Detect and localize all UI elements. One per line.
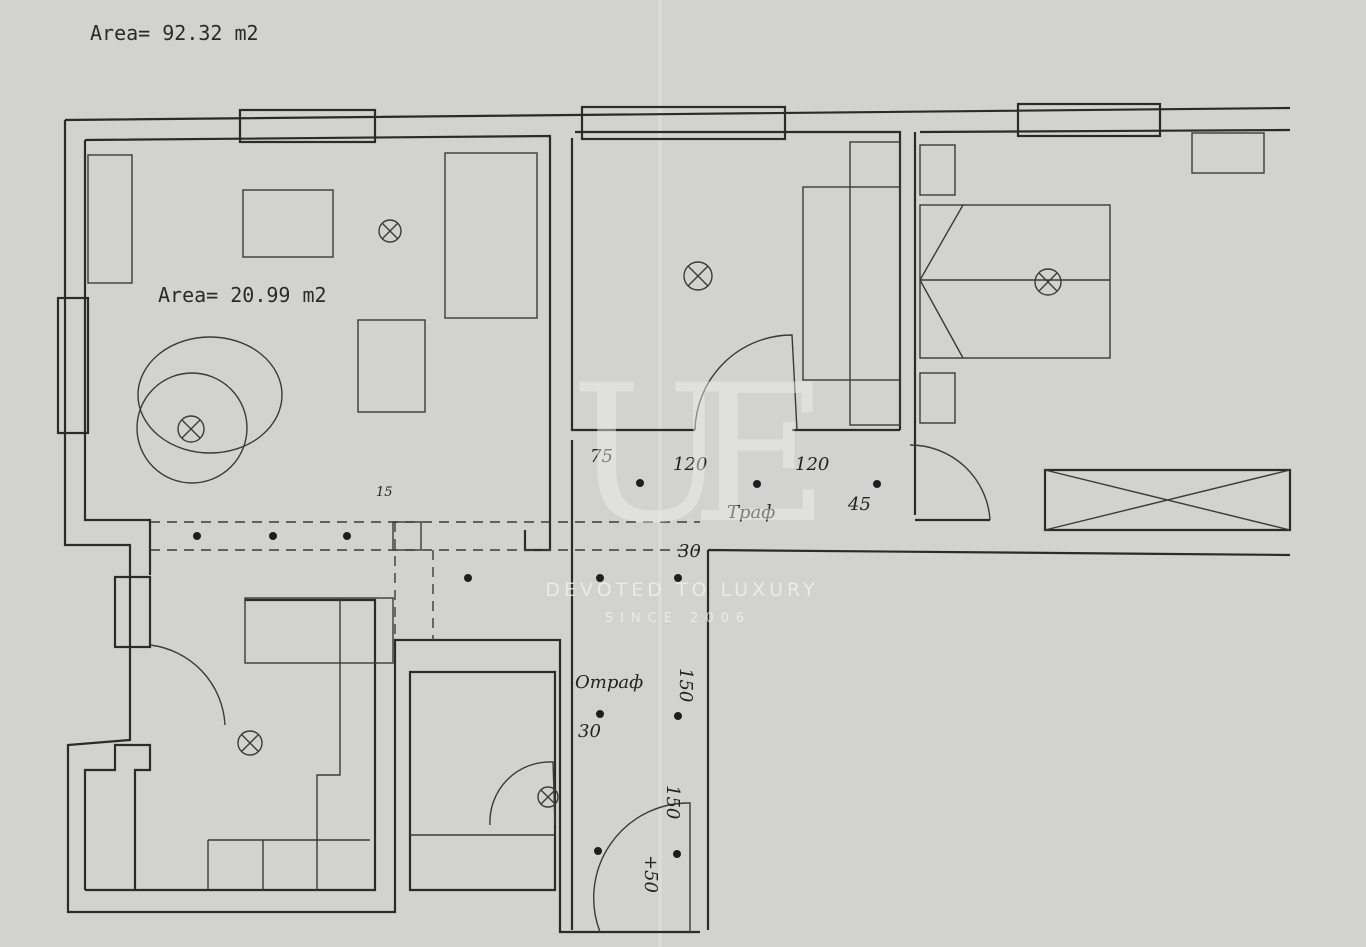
watermark-tagline: DEVOTED TO LUXURY [545,579,818,601]
ceiling-light-icon [237,730,263,756]
furniture [87,132,1291,890]
ceiling-light-icon [683,261,713,291]
dim-150-a: 150 [675,668,696,702]
room-area-label: Area= 20.99 m2 [158,283,327,307]
dim-30-a: 30 [678,541,701,562]
ceiling-light-icon [378,219,402,243]
traf-note: Траф [727,502,775,523]
dim-45: 45 [847,494,871,515]
doors [149,334,991,933]
spot-lights [193,479,881,858]
dim-75: 75 [590,446,613,467]
watermark-since: SINCE 2006 [605,611,751,626]
dim-15: 15 [376,485,393,500]
dim-50: +50 [640,855,661,893]
ceiling-light-icon [177,415,205,443]
dim-30-b: 30 [578,721,601,742]
dim-120-a: 120 [673,454,707,475]
handwritten-dimensions: 75 120 120 45 Траф 30 150 Отраф 30 150 +… [376,446,871,893]
watermark: UE DEVOTED TO LUXURY SINCE 2006 [545,344,854,626]
total-area-label: Area= 92.32 m2 [90,21,259,45]
ceiling-light-icon [1034,268,1062,296]
dashed-lines [150,521,700,640]
ceiling-lights [177,219,1062,808]
otraf-note: Отраф [575,672,643,693]
windows [56,102,1162,649]
dim-120-b: 120 [795,454,829,475]
dim-150-b: 150 [662,785,683,819]
ceiling-light-icon [537,786,559,808]
watermark-logo: UE [571,344,815,565]
